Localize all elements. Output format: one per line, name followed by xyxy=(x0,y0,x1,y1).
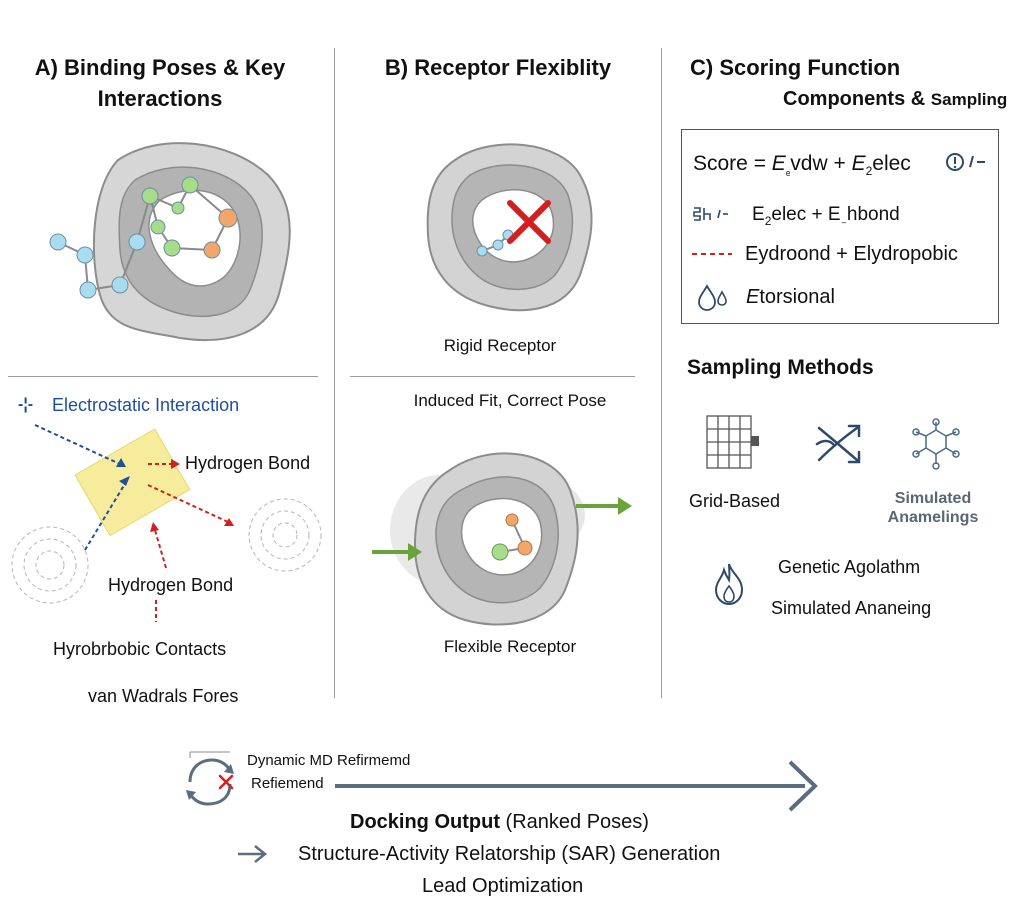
score-line4-rest: torsional xyxy=(759,286,835,308)
divider-a-b xyxy=(334,48,335,698)
score-line2-main: E xyxy=(752,204,765,225)
score-prefix: Score = xyxy=(693,152,772,175)
score-line2-sub: 2 xyxy=(764,213,772,228)
shuffle-arrows-icon xyxy=(815,424,861,464)
atom xyxy=(141,187,159,205)
divider-b-c xyxy=(661,48,662,698)
sampling-methods-title: Sampling Methods xyxy=(687,356,874,379)
score-box xyxy=(681,129,999,324)
method-genetic: Genetic Agolathm xyxy=(778,557,921,577)
label-hbond-2: Hydrogen Bond xyxy=(108,575,234,595)
label-vdw: van Wadrals Fores xyxy=(88,686,239,706)
docking-output-bold: Docking Output xyxy=(350,811,500,833)
atom xyxy=(49,233,67,251)
binding-pose-illustration xyxy=(49,142,291,341)
interaction-diagram xyxy=(11,424,322,622)
docking-output: Docking Output (Ranked Poses) xyxy=(350,811,649,834)
label-electrostatic: Electrostatic Interaction xyxy=(52,395,240,415)
panel-b-title: B) Receptor Flexiblity xyxy=(384,55,612,80)
flame-icon xyxy=(714,563,744,606)
atom xyxy=(171,201,185,215)
atom xyxy=(476,245,488,257)
method-simulated: Simulated Anamelings xyxy=(880,489,986,527)
atom xyxy=(181,176,199,194)
score-line-2: E2elec + E₋hbond xyxy=(752,204,900,228)
atom xyxy=(111,276,129,294)
red-dash-icon xyxy=(692,253,732,255)
rigid-receptor-illustration xyxy=(426,143,593,312)
method-grid: Grid-Based xyxy=(689,491,781,511)
score-line-3: Eydroond + Elydropobic xyxy=(745,243,958,265)
panel-c-title-line2b: Sampling xyxy=(930,90,1008,109)
atom xyxy=(79,281,97,299)
score-plus: + xyxy=(827,152,852,175)
clash-x-icon xyxy=(507,200,551,244)
atom xyxy=(491,543,509,561)
score-term2-rest: elec xyxy=(872,152,911,175)
flex-pocket xyxy=(460,497,543,576)
molecule-network-icon xyxy=(912,418,960,470)
ligand-patch xyxy=(74,428,191,537)
sar-generation: Structure-Activity Relatorship (SAR) Gen… xyxy=(298,843,721,865)
panel-a-title: A) Binding Poses & Key Interactions xyxy=(5,52,315,114)
score-term1: E xyxy=(771,152,786,175)
vdw-shell-left xyxy=(11,526,89,604)
score-line2-rest: elec + E xyxy=(771,204,841,225)
small-arrow-icon xyxy=(238,845,268,863)
grid-icon xyxy=(706,415,759,469)
score-term2: E xyxy=(851,152,866,175)
md-line-1: Dynamic MD Refirmemd xyxy=(247,752,411,769)
panel-c-title-line2: Components & Sampling xyxy=(783,84,1007,115)
score-line-1: Score = Eₑvdw + E2elec xyxy=(693,152,911,178)
score-line2-sub2: ₋ xyxy=(840,213,847,228)
label-flexible-receptor: Flexible Receptor xyxy=(443,637,577,656)
electrostatic-icon: -¦- xyxy=(18,396,34,413)
method-simulated-line2: Anamelings xyxy=(887,509,979,526)
score-line4-main: E xyxy=(746,286,760,308)
divider-b-sections xyxy=(350,376,635,377)
label-rigid-receptor: Rigid Receptor xyxy=(443,336,557,355)
flexible-receptor-illustration xyxy=(372,452,632,626)
panel-c-title-line2a: Components & xyxy=(783,88,926,110)
spring-icon xyxy=(693,207,728,221)
droplet-icon xyxy=(698,284,727,311)
atom xyxy=(517,540,533,556)
lead-optimization: Lead Optimization xyxy=(422,875,584,897)
method-annealing: Simulated Ananeing xyxy=(771,598,932,618)
label-hbond-1: Hydrogen Bond xyxy=(185,453,311,473)
score-line-4: Etorsional xyxy=(746,286,835,309)
score-term1-sub: ₑ xyxy=(785,164,791,179)
score-term2-sub: 2 xyxy=(865,164,873,179)
atom xyxy=(163,239,181,257)
hbond-line-2 xyxy=(147,484,229,523)
binding-pocket xyxy=(148,189,241,287)
method-simulated-line1: Simulated xyxy=(894,490,972,507)
divider-a-sections xyxy=(8,376,318,377)
score-term1-rest: vdw xyxy=(790,152,828,175)
long-arrow xyxy=(335,760,818,812)
vdw-shell-right xyxy=(248,498,322,572)
electrostatic-info-icon xyxy=(946,153,985,171)
panel-a-title-line2: Interactions xyxy=(97,86,223,111)
score-line2-end: hbond xyxy=(846,204,900,225)
atom xyxy=(492,239,504,251)
label-induced-fit: Induced Fit, Correct Pose xyxy=(413,391,607,410)
hbond-line-3 xyxy=(154,529,167,569)
atom xyxy=(76,246,94,264)
ligand-atoms xyxy=(49,176,238,299)
electrostatic-line xyxy=(34,424,123,466)
atom xyxy=(218,208,238,228)
docking-output-rest: (Ranked Poses) xyxy=(499,811,649,833)
label-hydrophobic: Hyrobrbobic Contacts xyxy=(53,639,227,659)
atom xyxy=(150,219,166,235)
panel-a-title-line1: A) Binding Poses & Key xyxy=(34,55,286,80)
atom xyxy=(505,513,519,527)
md-line-2: Refiemend xyxy=(251,775,324,792)
atom xyxy=(128,233,146,251)
md-refinement-icon xyxy=(186,751,234,806)
atom xyxy=(203,241,221,259)
panel-c-title-line1: C) Scoring Function xyxy=(690,55,901,80)
electrostatic-line-2 xyxy=(84,481,127,551)
